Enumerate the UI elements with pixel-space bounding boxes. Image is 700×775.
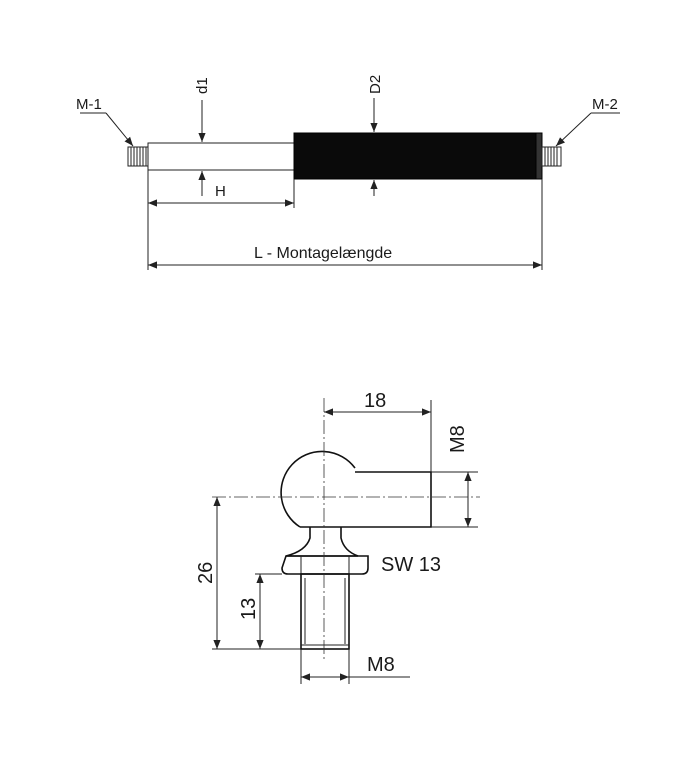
label-sw13: SW 13: [381, 554, 441, 576]
label-height-13: 13: [238, 598, 260, 620]
threaded-stud: [300, 573, 350, 650]
label-length: L - Montagelængde: [254, 245, 392, 262]
label-m8-side: M8: [447, 425, 469, 453]
label-width-18: 18: [364, 390, 386, 412]
label-m8-bottom: M8: [367, 654, 395, 676]
piston-rod: [147, 142, 295, 171]
gas-spring-drawing: M-1 M-2 d1 D2 H L - Montagelængde: [76, 75, 620, 270]
ball-joint-drawing: 18 M8 26 13 SW 13 M8: [195, 390, 480, 684]
label-height-26: 26: [195, 562, 217, 584]
neck: [285, 527, 359, 557]
label-h: H: [215, 183, 226, 200]
right-thread: [541, 146, 562, 167]
cylinder-body: [293, 132, 543, 180]
label-m1: M-1: [76, 96, 102, 113]
ball-socket: [280, 450, 356, 528]
hex-nut: [281, 555, 369, 575]
socket-arm: [300, 471, 432, 528]
label-m2: M-2: [592, 96, 618, 113]
left-thread: [127, 146, 149, 167]
label-d2: D2: [367, 75, 384, 94]
label-d1: d1: [194, 77, 211, 94]
